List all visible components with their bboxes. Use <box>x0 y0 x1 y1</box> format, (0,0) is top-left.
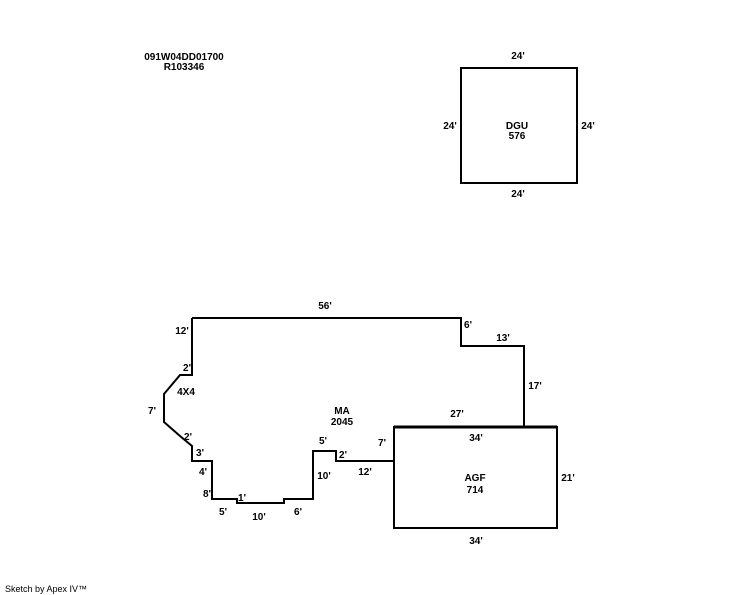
ma-dim-bottom-d: 6' <box>294 507 302 518</box>
ma-dim-top: 56' <box>318 301 332 312</box>
dgu-dim-top: 24' <box>511 51 525 62</box>
dgu-dim-left: 24' <box>443 121 457 132</box>
ma-dim-inner-top: 5' <box>319 436 327 447</box>
agf-dim-top: 34' <box>469 433 483 444</box>
ma-dim-agf-top: 27' <box>450 409 464 420</box>
dgu-dim-right: 24' <box>581 121 595 132</box>
ma-cut-label: 4X4 <box>177 387 195 398</box>
ma-dim-bottom-b: 1' <box>238 493 246 504</box>
dgu-outline <box>460 67 578 184</box>
ma-dim-bottom-a: 5' <box>219 507 227 518</box>
ma-label: MA <box>334 406 350 417</box>
ma-dim-step-a: 3' <box>196 448 204 459</box>
ma-dim-corner-lower: 2' <box>184 432 192 443</box>
ma-dim-step-b: 4' <box>199 467 207 478</box>
agf-area: 714 <box>467 485 484 496</box>
ma-dim-bottom-c: 10' <box>252 512 266 523</box>
dgu-dim-bottom: 24' <box>511 189 525 200</box>
ma-dim-inner-long: 12' <box>358 467 372 478</box>
ma-dim-step-right: 6' <box>464 320 472 331</box>
ma-dim-inner-right: 7' <box>378 438 386 449</box>
agf-dim-bottom: 34' <box>469 536 483 547</box>
account-id: R103346 <box>164 62 205 73</box>
footer-credit: Sketch by Apex IV™ <box>5 584 87 594</box>
ma-dim-left-side: 7' <box>148 406 156 417</box>
ma-dim-inner-step: 2' <box>339 450 347 461</box>
ma-dim-inner-up: 10' <box>317 471 331 482</box>
ma-area: 2045 <box>331 417 354 428</box>
ma-dim-step-c: 8' <box>203 489 211 500</box>
ma-dim-right-side: 17' <box>528 381 542 392</box>
ma-dim-upper-left: 12' <box>175 326 189 337</box>
dgu-area: 576 <box>509 131 526 142</box>
parcel-id: 091W04DD01700 <box>144 52 224 63</box>
dgu-label: DGU <box>506 121 528 132</box>
agf-label: AGF <box>464 473 485 484</box>
ma-dim-corner-upper: 2' <box>183 363 191 374</box>
agf-dim-right: 21' <box>561 473 575 484</box>
ma-dim-notch-top: 13' <box>496 333 510 344</box>
